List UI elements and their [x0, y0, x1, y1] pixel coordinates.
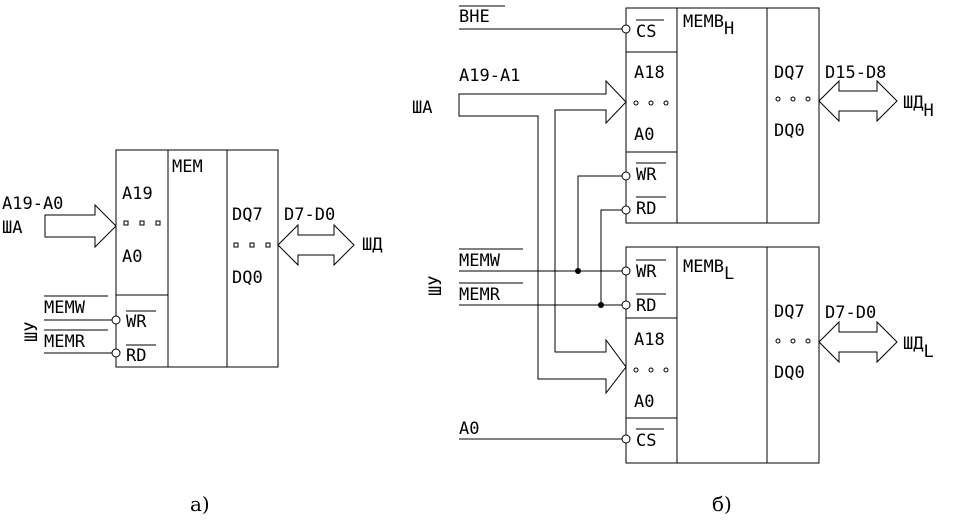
caption-a: а) [190, 492, 210, 516]
memb-high-data-dots [775, 96, 811, 102]
memb-high-addr-bottom: A0 [634, 125, 654, 145]
memb-low-rd-bubble [621, 300, 631, 310]
memb-high-rd-bubble [621, 205, 631, 215]
mem-addr-top: A19 [122, 184, 153, 204]
memr-signal-b: MEMR [459, 285, 501, 305]
memb-low-addr-top: A18 [634, 330, 665, 350]
memb-high-cs-bubble [621, 24, 631, 34]
rd-bubble [111, 348, 121, 358]
addr-bus-name: ША [2, 218, 22, 238]
memb-low-outline [625, 246, 820, 464]
mem-wr-pin: WR [126, 312, 147, 332]
mem-addr-bottom: A0 [122, 247, 142, 267]
memw-branch-high [577, 175, 622, 271]
memb-low-addr-bottom: A0 [634, 392, 654, 412]
memb-low-cs-bubble [621, 434, 631, 444]
memb-low-addr-dots [633, 367, 669, 373]
memb-high-wr-pin: WR [636, 165, 657, 185]
memb-low-data-bottom: DQ0 [774, 363, 805, 383]
addr-bus-arrow [44, 203, 117, 249]
memw-signal: MEMW [44, 298, 86, 318]
memb-low-wr-pin: WR [636, 262, 657, 282]
data-bus-low-label: D7-D0 [825, 303, 876, 323]
memb-low-rd-pin: RD [636, 296, 656, 316]
addr-bus-label-b: A19-A1 [459, 66, 520, 86]
data-bus-arrow [277, 223, 355, 267]
data-bus-high-arrow [818, 79, 898, 123]
memb-low-wr-bubble [621, 266, 631, 276]
memb-high-addr-top: A18 [634, 63, 665, 83]
addr-bus-label: A19-A0 [2, 194, 63, 214]
memb-high-outline [625, 7, 820, 224]
memb-low-data-top: DQ7 [774, 302, 805, 322]
data-bus-low-arrow [818, 320, 898, 364]
diagram-b: MEMBH CS A18 A0 WR RD DQ7 DQ0 MEMBL WR R… [412, 5, 934, 516]
mem-data-bottom: DQ0 [232, 268, 263, 288]
data-bus-high-label: D15-D8 [825, 63, 886, 83]
bhe-signal: BHE [459, 7, 490, 27]
memb-high-cs-pin: CS [636, 22, 656, 42]
mem-chip-label: MEM [172, 157, 203, 177]
memb-high-data-top: DQ7 [774, 63, 805, 83]
memb-high-data-bottom: DQ0 [774, 121, 805, 141]
caption-b: б) [712, 492, 732, 516]
memw-junction [575, 268, 581, 274]
data-bus-name: ШД [362, 235, 382, 255]
diagram-a: MEM A19 A0 DQ7 DQ0 WR RD A19-A0 ША D7-D0… [2, 149, 382, 516]
memr-signal: MEMR [44, 332, 86, 352]
memb-high-addr-dots [633, 100, 669, 106]
memb-low-cs-pin: CS [636, 431, 656, 451]
wr-bubble [111, 315, 121, 325]
memb-high-rd-pin: RD [636, 199, 656, 219]
memr-junction [598, 302, 604, 308]
a0-signal: A0 [459, 419, 479, 439]
addr-bus-name-b: ША [412, 98, 432, 118]
memb-high-label: MEMBH [683, 12, 734, 39]
mem-rd-pin: RD [126, 346, 146, 366]
mem-data-dots [233, 242, 271, 248]
memb-high-wr-bubble [621, 171, 631, 181]
control-bus-name-b: ШУ [426, 276, 446, 296]
memb-low-data-dots [775, 338, 811, 344]
mem-data-top: DQ7 [232, 205, 263, 225]
data-bus-label: D7-D0 [284, 205, 335, 225]
memb-low-label: MEMBL [683, 257, 734, 284]
control-bus-name: ШУ [22, 322, 42, 342]
addr-bus-split-arrows [458, 79, 627, 395]
memr-branch-high [600, 209, 622, 305]
memw-signal-b: MEMW [459, 251, 501, 271]
mem-addr-dots [123, 220, 161, 226]
mem-chip-outline [115, 149, 279, 368]
data-bus-high-name: ШДH [903, 93, 934, 121]
data-bus-low-name: ШДL [903, 334, 934, 362]
